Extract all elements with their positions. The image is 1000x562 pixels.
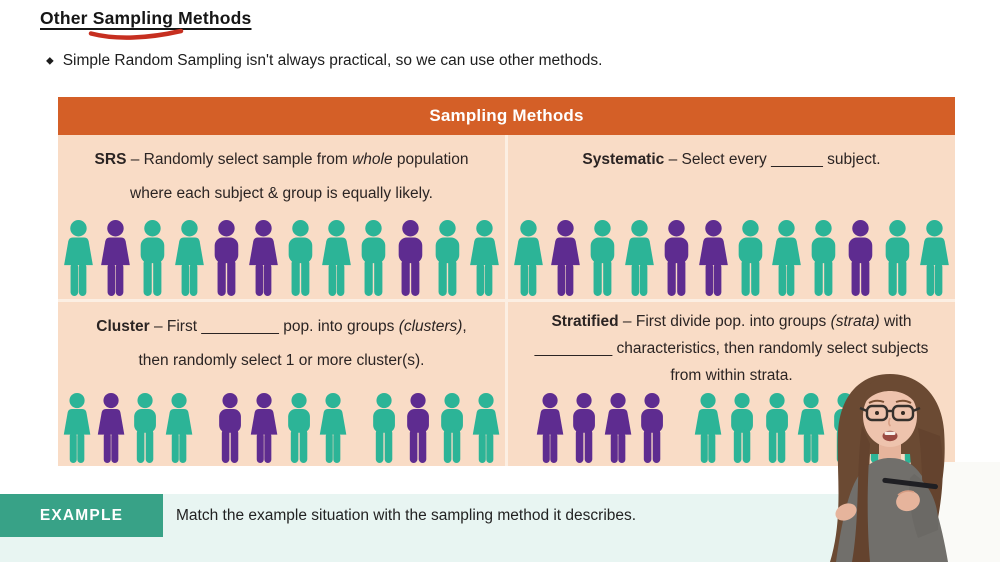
teal-female-person-icon xyxy=(695,392,722,464)
person-group xyxy=(533,392,669,464)
purple-male-person-icon xyxy=(406,392,429,464)
teal-female-person-icon xyxy=(472,392,500,464)
person-group xyxy=(213,392,349,464)
nose xyxy=(888,417,892,427)
teal-male-person-icon xyxy=(765,392,788,464)
purple-female-person-icon xyxy=(536,392,564,464)
red-underline-swoosh xyxy=(88,28,184,40)
fingers xyxy=(897,490,915,496)
srs-population-icons xyxy=(60,219,503,297)
purple-male-person-icon xyxy=(641,392,664,464)
teal-male-person-icon xyxy=(362,220,386,296)
teal-male-person-icon xyxy=(441,392,463,464)
teal-female-person-icon xyxy=(319,392,346,464)
purple-male-person-icon xyxy=(214,220,238,296)
stratified-description: Stratified – First divide pop. into grou… xyxy=(535,308,929,389)
teal-male-person-icon xyxy=(435,220,460,296)
teal-male-person-icon xyxy=(731,392,754,464)
example-strip: EXAMPLE Match the example situation with… xyxy=(0,494,1000,562)
presenter-sleeve xyxy=(909,474,939,538)
teal-male-person-icon xyxy=(288,220,312,296)
glasses-icon xyxy=(859,404,921,422)
presenter-hand xyxy=(835,503,857,521)
cell-line: from within strata. xyxy=(670,367,793,384)
teal-female-person-icon xyxy=(797,392,824,464)
eye xyxy=(875,411,879,415)
purple-male-person-icon xyxy=(664,220,688,296)
bullet-text: Simple Random Sampling isn't always prac… xyxy=(62,52,603,69)
eyebrow xyxy=(868,399,885,404)
teal-female-person-icon xyxy=(63,392,91,464)
teal-male-person-icon xyxy=(590,220,615,296)
systematic-description: Systematic – Select every ______ subject… xyxy=(582,143,880,177)
example-text: Match the example situation with the sam… xyxy=(176,506,637,524)
teal-female-person-icon xyxy=(63,220,93,296)
table-cell-cluster: Cluster – First _________ pop. into grou… xyxy=(58,302,505,466)
purple-female-person-icon xyxy=(698,220,728,296)
cell-line: Cluster – First _________ pop. into grou… xyxy=(96,318,467,335)
eye xyxy=(901,411,905,415)
diamond-bullet-icon: ◆ xyxy=(46,55,54,67)
eyebrow xyxy=(895,399,912,404)
table-cell-srs: SRS – Randomly select sample from whole … xyxy=(58,135,505,299)
presenter-hand-with-pen xyxy=(896,490,920,512)
purple-male-person-icon xyxy=(848,220,873,296)
purple-female-person-icon xyxy=(251,392,278,464)
sampling-methods-table: Sampling Methods SRS – Randomly select s… xyxy=(58,97,955,466)
person-group xyxy=(60,219,503,297)
pen-icon xyxy=(882,477,938,490)
purple-female-person-icon xyxy=(550,220,580,296)
teal-female-person-icon xyxy=(166,392,193,464)
purple-male-person-icon xyxy=(219,392,242,464)
purple-female-person-icon xyxy=(100,220,130,296)
cell-line: Systematic – Select every ______ subject… xyxy=(582,151,881,168)
teal-male-person-icon xyxy=(140,220,165,296)
teal-male-person-icon xyxy=(885,220,910,296)
cluster-population-icons xyxy=(60,392,503,464)
teal-female-person-icon xyxy=(624,220,654,296)
teal-female-person-icon xyxy=(920,220,950,296)
teal-male-person-icon xyxy=(134,392,157,464)
cell-line: Stratified – First divide pop. into grou… xyxy=(551,313,912,330)
cell-line: _________ characteristics, then randomly… xyxy=(534,340,929,357)
presenter-hair-strand xyxy=(852,426,870,562)
purple-female-person-icon xyxy=(248,220,278,296)
srs-description: SRS – Randomly select sample from whole … xyxy=(95,143,469,211)
teal-female-person-icon xyxy=(513,220,543,296)
person-group xyxy=(510,219,953,297)
teal-female-person-icon xyxy=(322,220,352,296)
teal-male-person-icon xyxy=(738,220,762,296)
teeth xyxy=(884,431,896,435)
page-title: Other Sampling Methods xyxy=(40,8,252,28)
cluster-description: Cluster – First _________ pop. into grou… xyxy=(96,310,466,378)
presenter-video xyxy=(830,374,1000,562)
systematic-population-icons xyxy=(510,219,953,297)
table-body: SRS – Randomly select sample from whole … xyxy=(58,135,955,466)
cell-line: SRS – Randomly select sample from whole … xyxy=(94,151,469,168)
teal-female-person-icon xyxy=(174,220,204,296)
cell-line: then randomly select 1 or more cluster(s… xyxy=(138,352,425,369)
teal-male-person-icon xyxy=(287,392,310,464)
presenter-fringe xyxy=(863,377,917,404)
teal-female-person-icon xyxy=(772,220,802,296)
example-badge: EXAMPLE xyxy=(0,494,163,537)
person-group xyxy=(60,392,196,464)
purple-female-person-icon xyxy=(604,392,632,464)
bullet-line: ◆ Simple Random Sampling isn't always pr… xyxy=(46,52,602,70)
purple-male-person-icon xyxy=(573,392,596,464)
purple-female-person-icon xyxy=(97,392,125,464)
teal-male-person-icon xyxy=(812,220,836,296)
cell-line: where each subject & group is equally li… xyxy=(130,185,433,202)
teal-female-person-icon xyxy=(470,220,500,296)
table-header: Sampling Methods xyxy=(58,97,955,135)
person-group xyxy=(367,392,503,464)
purple-male-person-icon xyxy=(398,220,423,296)
table-cell-systematic: Systematic – Select every ______ subject… xyxy=(508,135,955,299)
teal-male-person-icon xyxy=(372,392,395,464)
